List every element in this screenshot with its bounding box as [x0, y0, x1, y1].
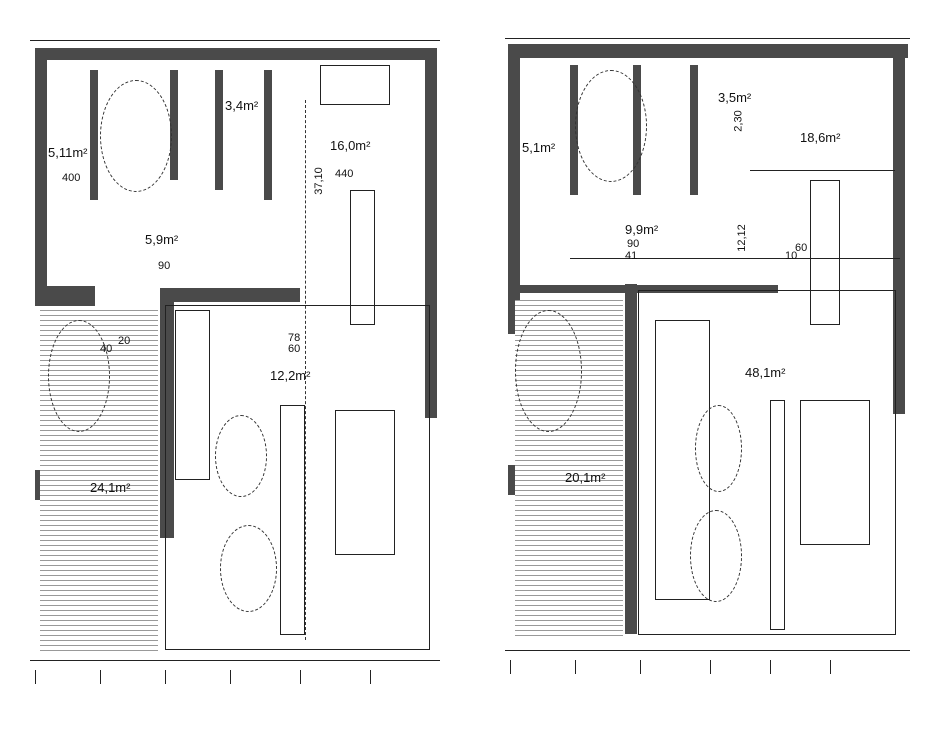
- terrace-table: [48, 320, 110, 432]
- wall-segment: [160, 288, 174, 538]
- left-floor-plan: 5,11m² 3,4m² 5,9m² 16,0m² 12,2m² 24,1m² …: [0, 0, 460, 735]
- dimension-tick: [370, 670, 371, 684]
- dimension-label: 12,12: [735, 224, 748, 252]
- sofa: [175, 310, 210, 480]
- dimension-label: 60: [795, 242, 808, 254]
- wall-east: [893, 44, 905, 414]
- dimension-tick: [230, 670, 231, 684]
- dimension-line: [30, 660, 440, 661]
- dimension-tick: [575, 660, 576, 674]
- dimension-tick: [165, 670, 166, 684]
- wall-north: [508, 44, 908, 58]
- dimension-label: 20: [118, 335, 131, 347]
- wall-segment: [264, 70, 272, 200]
- outline: [30, 40, 440, 41]
- room-area-living: 12,2m²: [270, 368, 311, 383]
- room-area-wc: 5,9m²: [145, 232, 179, 247]
- dimension-tick: [510, 660, 511, 674]
- dimension-label: 90: [627, 238, 640, 250]
- dimension-tick: [830, 660, 831, 674]
- wall-west: [508, 44, 520, 334]
- spiral-stair: [575, 70, 647, 182]
- room-area-storage: 3,5m²: [718, 90, 752, 105]
- room-area-bath: 5,11m²: [48, 145, 88, 160]
- wall-segment: [690, 65, 698, 195]
- room-area-stair: 3,4m²: [225, 98, 259, 113]
- wall-segment: [160, 288, 300, 302]
- dimension-label: 78: [288, 332, 301, 344]
- wall-line: [570, 258, 900, 259]
- wardrobe: [810, 180, 840, 325]
- wall-north: [35, 48, 435, 60]
- living-outline: [638, 290, 896, 635]
- room-area-terrace: 24,1m²: [90, 480, 131, 495]
- coffee-table: [215, 415, 267, 497]
- dining-table: [800, 400, 870, 545]
- dimension-label: 40: [100, 343, 113, 355]
- room-area-bedroom: 18,6m²: [800, 130, 841, 145]
- room-area-living: 48,1m²: [745, 365, 786, 380]
- living-outline: [165, 305, 430, 650]
- dimension-label: 41: [625, 250, 638, 262]
- dining-table: [335, 410, 395, 555]
- wall-line: [750, 170, 895, 171]
- wall-segment: [508, 285, 778, 293]
- dimension-tick: [710, 660, 711, 674]
- dimension-label: 440: [335, 168, 354, 180]
- dimension-tick: [300, 670, 301, 684]
- dimension-tick: [640, 660, 641, 674]
- room-area-hall: 9,9m²: [625, 222, 659, 237]
- kitchen-island: [350, 190, 375, 325]
- wall-segment: [625, 284, 637, 634]
- coffee-table: [695, 405, 742, 492]
- dimension-label: 90: [158, 260, 171, 272]
- dimension-label: 60: [288, 343, 301, 355]
- dimension-label: 400: [62, 172, 81, 184]
- wall-segment: [35, 286, 95, 306]
- rug: [690, 510, 742, 602]
- dimension-tick: [35, 670, 36, 684]
- wall-segment: [170, 70, 178, 180]
- wall-segment: [215, 70, 223, 190]
- dimension-label: 10: [785, 250, 798, 262]
- wall-east: [425, 48, 437, 418]
- dimension-tick: [100, 670, 101, 684]
- dimension-tick: [770, 660, 771, 674]
- room-area-terrace: 20,1m²: [565, 470, 606, 485]
- wall-segment: [570, 65, 578, 195]
- cabinet: [770, 400, 785, 630]
- wall-west: [35, 48, 47, 306]
- room-area-kitchen: 16,0m²: [330, 138, 371, 153]
- spiral-stair: [100, 80, 172, 192]
- dimension-line: [305, 100, 306, 640]
- dimension-label: 2,30: [732, 110, 745, 132]
- kitchen-counter: [320, 65, 390, 105]
- room-area-bath: 5,1m²: [522, 140, 556, 155]
- dimension-line: [505, 650, 910, 651]
- wall-segment: [90, 70, 98, 200]
- rug: [220, 525, 277, 612]
- outline: [505, 38, 910, 39]
- cabinet: [280, 405, 305, 635]
- terrace-table: [515, 310, 582, 432]
